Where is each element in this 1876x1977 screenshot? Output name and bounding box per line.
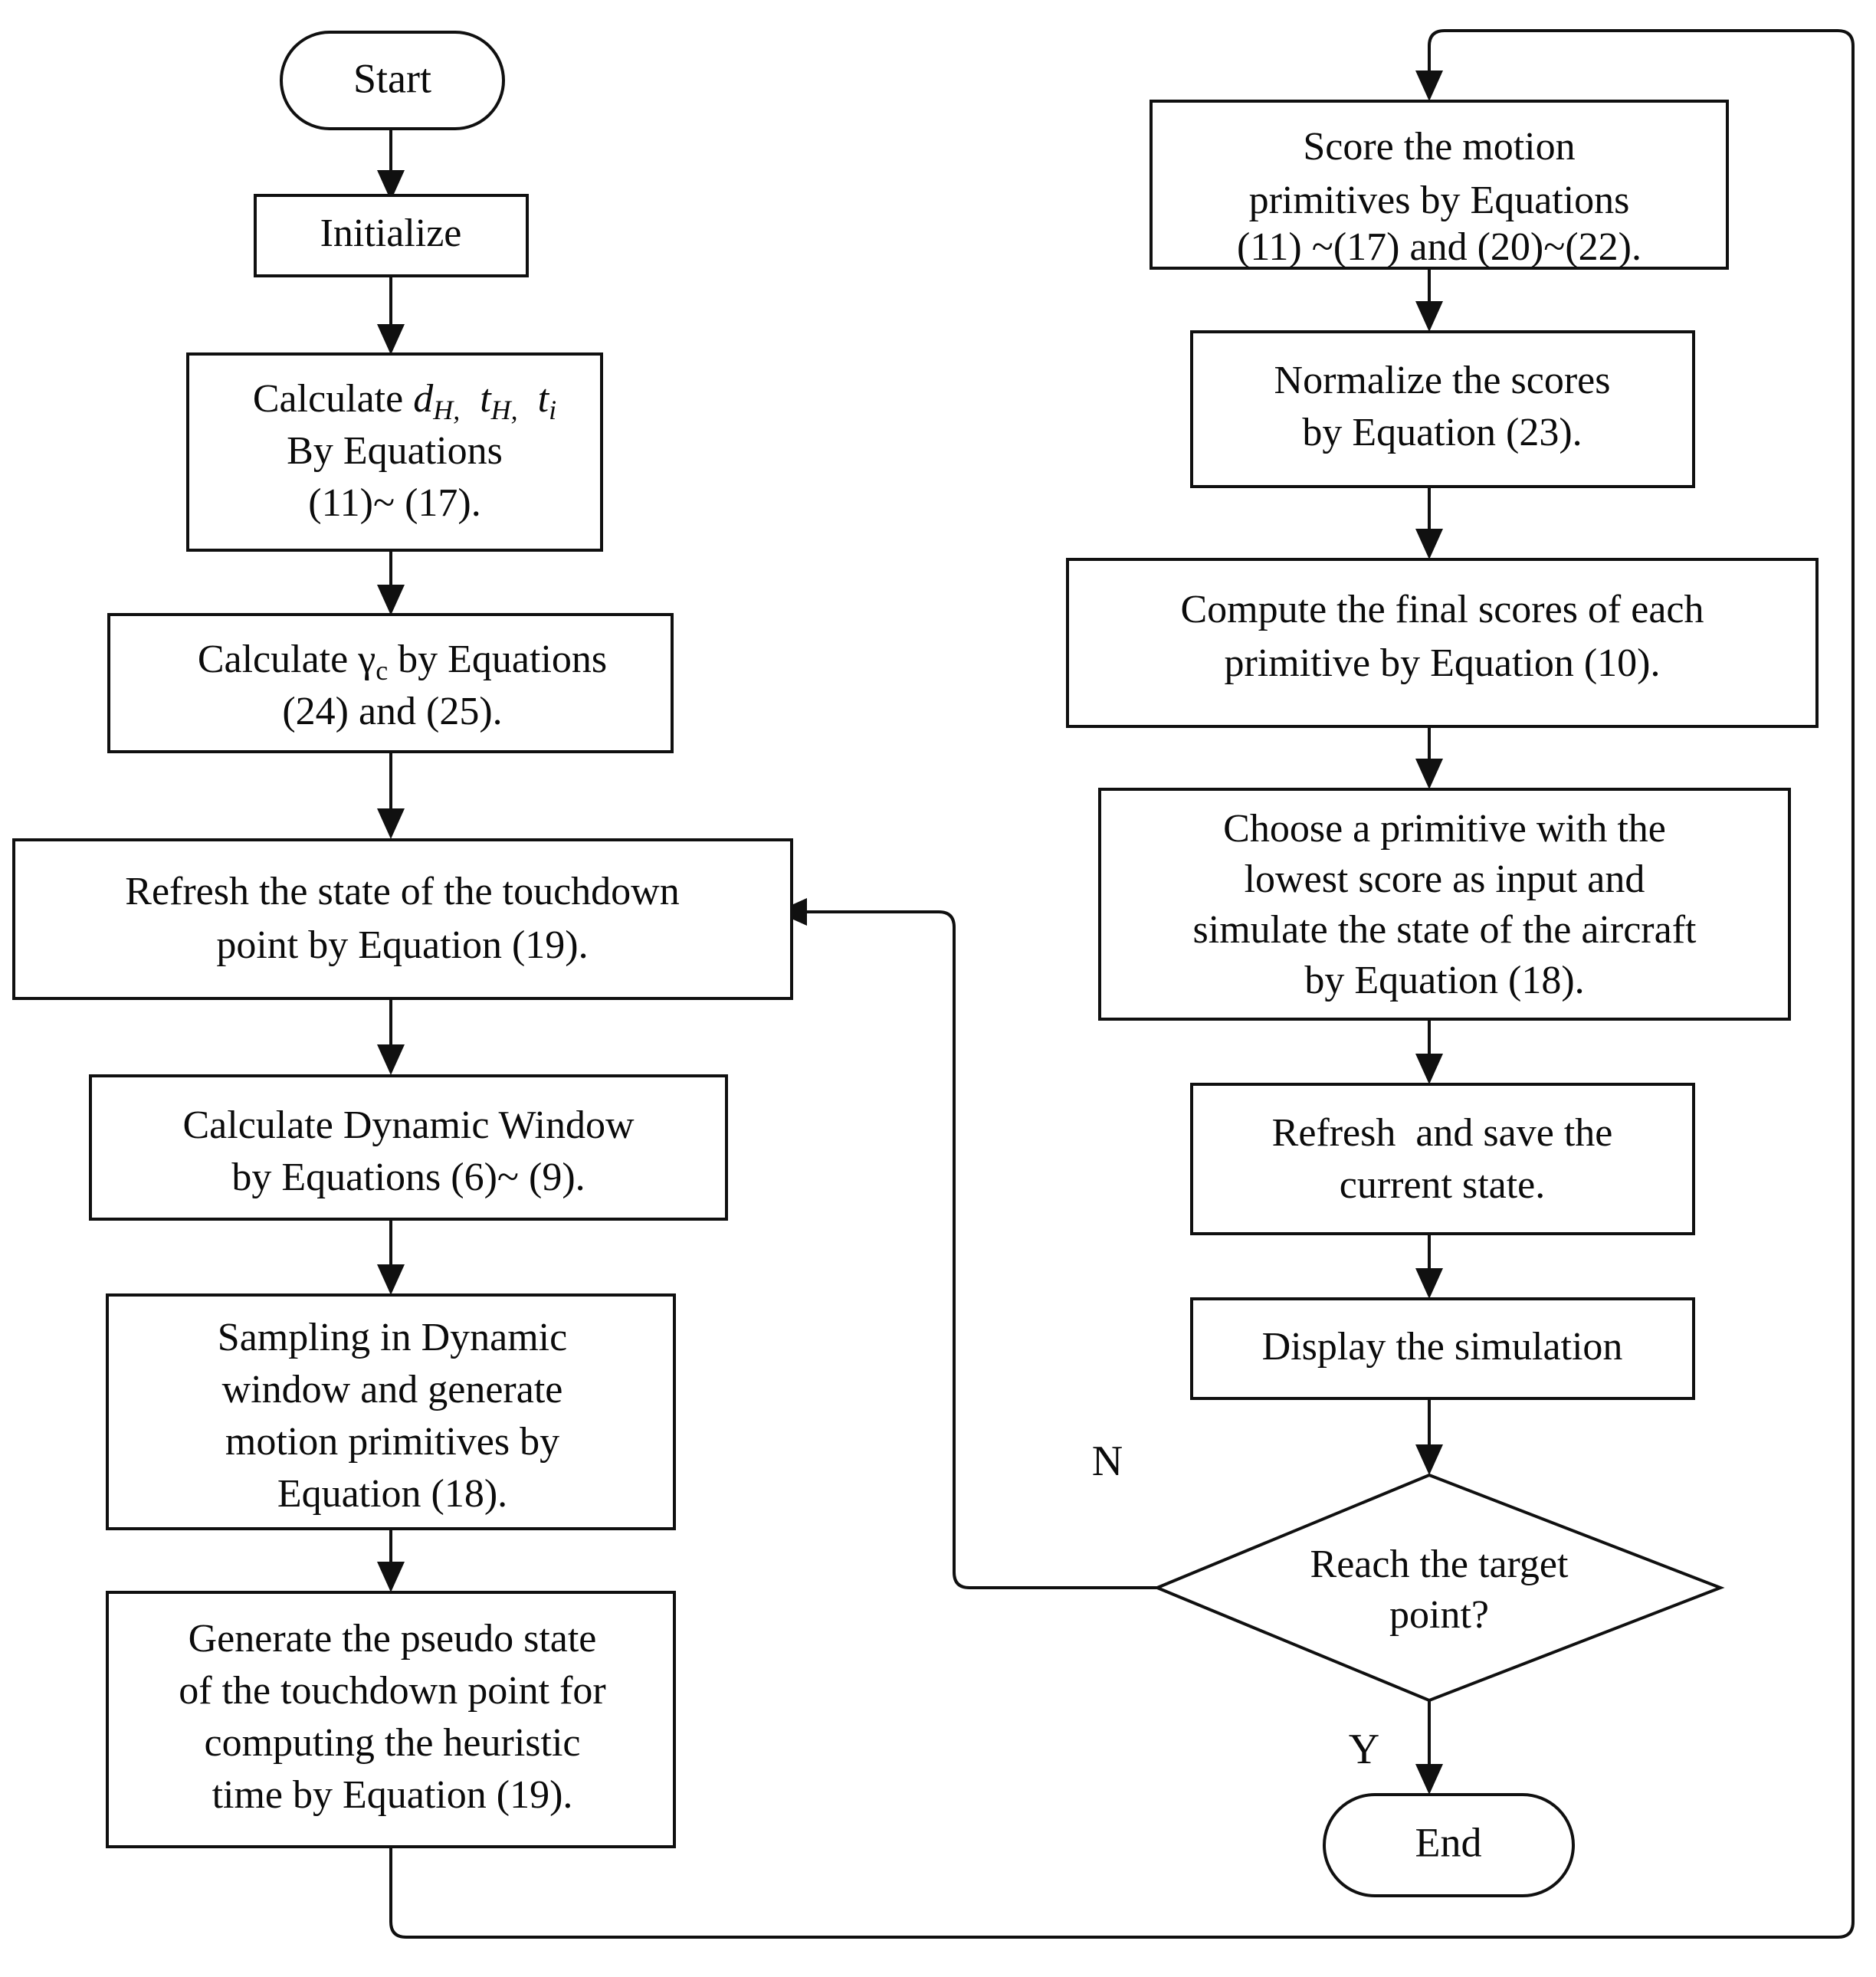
- node-final-scores[interactable]: Compute the final scores of each primiti…: [1066, 558, 1819, 728]
- node-calc-gamma[interactable]: Calculate γc by Equations (24) and (25).: [107, 613, 677, 753]
- pseudo-state-line-2: of the touchdown point for: [179, 1669, 605, 1713]
- sampling-line-2: window and generate: [222, 1368, 563, 1411]
- normalize-scores-shape: [1190, 330, 1695, 488]
- calc-gamma-line-1: Calculate γc by Equations: [108, 638, 677, 686]
- node-refresh-save[interactable]: Refresh and save the current state.: [1190, 1083, 1695, 1235]
- node-normalize-scores[interactable]: Normalize the scores by Equation (23).: [1190, 330, 1695, 488]
- edge-choose-primitive-to-refresh-save: [1415, 1019, 1443, 1084]
- initialize-label: Initialize: [320, 211, 462, 255]
- edge-label-yes: Y: [1349, 1726, 1379, 1773]
- calc-heuristics-line-1: Calculate dH, tH, ti: [163, 377, 626, 431]
- edge-sampling-to-pseudo-state: [377, 1529, 405, 1592]
- edge-display-simulation-to-reach-target: [1415, 1398, 1443, 1475]
- calc-dynamic-window-line-2: by Equations (6)~ (9).: [231, 1156, 585, 1199]
- calc-heuristics-var-t1: t: [480, 377, 492, 421]
- calc-dynamic-window-line-1: Calculate Dynamic Window: [182, 1103, 634, 1147]
- refresh-save-shape: [1190, 1083, 1695, 1235]
- calc-heuristics-shape: [186, 352, 603, 552]
- final-scores-shape: [1066, 558, 1819, 728]
- node-sampling[interactable]: Sampling in Dynamic window and generate …: [106, 1293, 676, 1530]
- calc-heuristics-var-d: d: [413, 377, 434, 421]
- calc-heuristics-sub-th: H,: [490, 395, 518, 425]
- start-shape: [280, 31, 505, 130]
- calc-heuristics-line-2: By Equations: [287, 429, 503, 473]
- calc-dynamic-window-shape: [89, 1074, 728, 1221]
- edge-label-layer: N Y: [1092, 1438, 1379, 1773]
- score-primitives-line-2: primitives by Equations: [1249, 179, 1630, 222]
- normalize-scores-line-1: Normalize the scores: [1274, 359, 1611, 402]
- score-primitives-line-3: (11) ~(17) and (20)~(22).: [1237, 225, 1642, 269]
- edge-label-no: N: [1092, 1438, 1123, 1485]
- reach-target-shape: [1153, 1473, 1725, 1703]
- calc-gamma-prefix: Calculate: [198, 638, 358, 681]
- sampling-shape: [106, 1293, 676, 1530]
- sampling-line-3: motion primitives by: [225, 1420, 559, 1464]
- edge-score-primitives-to-normalize-scores: [1415, 268, 1443, 332]
- calc-heuristics-prefix: Calculate: [253, 377, 413, 421]
- refresh-touchdown-line-2: point by Equation (19).: [216, 923, 588, 967]
- gamma-symbol: γ: [357, 638, 376, 681]
- final-scores-line-2: primitive by Equation (10).: [1224, 641, 1660, 685]
- initialize-shape: [254, 194, 529, 277]
- node-calc-heuristics[interactable]: Calculate dH, tH, ti By Equations (11)~ …: [163, 352, 626, 552]
- edge-calc-heuristics-to-calc-gamma: [377, 550, 405, 615]
- edge-refresh-save-to-display-simulation: [1415, 1234, 1443, 1299]
- gamma-subscript: c: [376, 655, 388, 686]
- edge-calc-gamma-to-refresh-touchdown: [377, 752, 405, 839]
- edge-initialize-to-calc-heuristics: [377, 276, 405, 355]
- refresh-touchdown-line-1: Refresh the state of the touchdown: [125, 870, 679, 913]
- display-simulation-shape: [1190, 1297, 1695, 1400]
- calc-heuristics-sub-dh: H,: [432, 395, 460, 425]
- calc-gamma-suffix: by Equations: [388, 638, 607, 681]
- edge-normalize-scores-to-final-scores: [1415, 487, 1443, 559]
- choose-primitive-line-3: simulate the state of the aircraft: [1193, 908, 1697, 952]
- calc-heuristics-var-t2: t: [538, 377, 550, 421]
- calc-heuristics-line-3: (11)~ (17).: [308, 481, 480, 525]
- calc-gamma-shape: [107, 613, 674, 753]
- reach-target-line-1: Reach the target: [1310, 1543, 1569, 1586]
- node-refresh-touchdown[interactable]: Refresh the state of the touchdown point…: [12, 838, 793, 1000]
- refresh-save-line-1: Refresh and save the: [1272, 1111, 1613, 1155]
- node-end[interactable]: End: [1323, 1793, 1575, 1897]
- edge-final-scores-to-choose-primitive: [1415, 726, 1443, 789]
- display-simulation-label: Display the simulation: [1262, 1325, 1623, 1369]
- refresh-touchdown-shape: [12, 838, 793, 1000]
- score-primitives-line-1: Score the motion: [1303, 125, 1575, 169]
- pseudo-state-line-1: Generate the pseudo state: [189, 1617, 597, 1661]
- node-score-primitives[interactable]: Score the motion primitives by Equations…: [1150, 100, 1729, 270]
- edge-start-to-initialize: [377, 129, 405, 201]
- end-label: End: [1415, 1819, 1482, 1865]
- edge-layer: [377, 29, 1855, 1939]
- node-start[interactable]: Start: [280, 31, 505, 130]
- start-label: Start: [353, 55, 431, 101]
- node-calc-dynamic-window[interactable]: Calculate Dynamic Window by Equations (6…: [89, 1074, 728, 1221]
- score-primitives-shape: [1150, 100, 1729, 270]
- node-initialize[interactable]: Initialize: [254, 194, 529, 277]
- refresh-save-line-2: current state.: [1340, 1163, 1546, 1207]
- choose-primitive-shape: [1098, 788, 1791, 1021]
- node-pseudo-state[interactable]: Generate the pseudo state of the touchdo…: [106, 1591, 676, 1848]
- final-scores-line-1: Compute the final scores of each: [1181, 588, 1704, 631]
- node-reach-target[interactable]: Reach the target point?: [1153, 1473, 1725, 1703]
- pseudo-state-shape: [106, 1591, 676, 1848]
- calc-gamma-line-2: (24) and (25).: [282, 690, 502, 733]
- edge-refresh-touchdown-to-calc-dynamic-window: [377, 998, 405, 1075]
- node-choose-primitive[interactable]: Choose a primitive with the lowest score…: [1098, 788, 1791, 1021]
- choose-primitive-line-2: lowest score as input and: [1245, 857, 1645, 901]
- pseudo-state-line-4: time by Equation (19).: [212, 1773, 573, 1817]
- calc-heuristics-sub-i: i: [549, 395, 556, 425]
- reach-target-line-2: point?: [1389, 1593, 1489, 1637]
- node-display-simulation[interactable]: Display the simulation: [1190, 1297, 1695, 1400]
- edge-calc-dynamic-window-to-sampling: [377, 1219, 405, 1295]
- edge-reach-target-yes-to-end: [1415, 1700, 1443, 1795]
- normalize-scores-line-2: by Equation (23).: [1302, 411, 1582, 454]
- sampling-line-4: Equation (18).: [277, 1472, 507, 1516]
- edge-pseudo-state-to-score-primitives: [389, 29, 1855, 1939]
- choose-primitive-line-1: Choose a primitive with the: [1223, 807, 1666, 851]
- sampling-line-1: Sampling in Dynamic: [218, 1316, 567, 1359]
- choose-primitive-line-4: by Equation (18).: [1304, 959, 1584, 1002]
- pseudo-state-line-3: computing the heuristic: [204, 1721, 580, 1765]
- end-shape: [1323, 1793, 1575, 1897]
